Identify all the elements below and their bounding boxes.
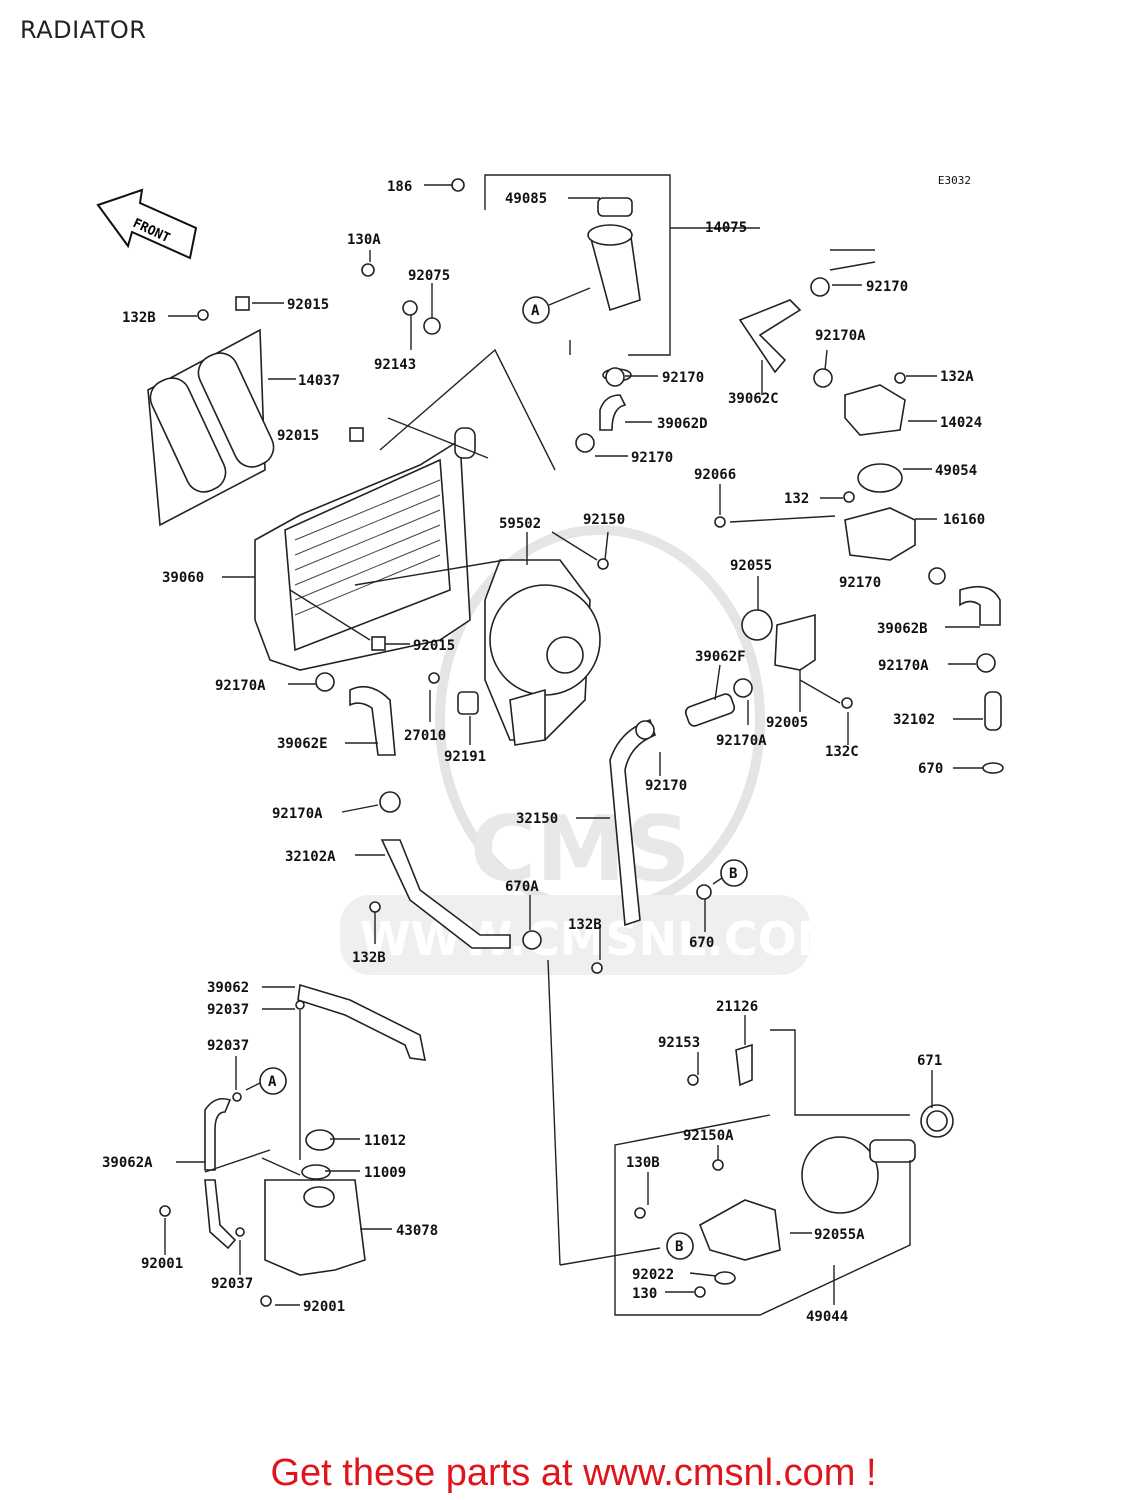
part-label: 92170A (215, 678, 266, 694)
group-brackets (289, 174, 911, 1316)
part-label: 59502 (499, 516, 541, 532)
part-label: 92075 (408, 268, 450, 284)
part-label: 92143 (374, 357, 416, 373)
part-label: 92022 (632, 1267, 674, 1283)
callout-a-top (522, 296, 550, 324)
part-label: 92153 (658, 1035, 700, 1051)
cooling-fan (484, 559, 601, 746)
part-label: 92170A (815, 328, 866, 344)
radiator-core (254, 427, 476, 671)
part-label: 670 (918, 761, 943, 777)
part-label: 92037 (207, 1038, 249, 1054)
part-label: 132C (825, 744, 859, 760)
leader-lines (164, 184, 983, 1306)
part-label: 32102 (893, 712, 935, 728)
part-labels: 186 49085 14075 130A 92075 92015 132B 92… (102, 179, 985, 1325)
part-label: 14075 (705, 220, 747, 236)
cmsnl-watermark: CMS WWW.CMSNL.COM (340, 525, 843, 975)
watermark-logo: CMS (470, 797, 690, 902)
part-label: 92037 (207, 1002, 249, 1018)
part-label: 92055 (730, 558, 772, 574)
part-label: 92170 (631, 450, 673, 466)
part-label: 92015 (287, 297, 329, 313)
part-label: 92055A (814, 1227, 865, 1243)
part-label: 14024 (940, 415, 982, 431)
part-label: 39062E (277, 736, 328, 752)
part-label: 92150A (683, 1128, 734, 1144)
filler-neck (587, 197, 641, 382)
part-label: 92001 (303, 1299, 345, 1315)
part-label: 49044 (806, 1309, 848, 1325)
part-label: 49054 (935, 463, 977, 479)
part-label: 32102A (285, 849, 336, 865)
part-label: 11012 (364, 1133, 406, 1149)
part-label: 132B (568, 917, 602, 933)
part-label: 132B (122, 310, 156, 326)
thermostat-housing (741, 384, 1004, 774)
part-label: 671 (917, 1053, 942, 1069)
part-label: 49085 (505, 191, 547, 207)
part-label: 130 (632, 1286, 657, 1302)
part-label: 39062A (102, 1155, 153, 1171)
page-title: RADIATOR (20, 16, 147, 44)
part-label: 92015 (413, 638, 455, 654)
part-label: 670A (505, 879, 539, 895)
part-label: 14037 (298, 373, 340, 389)
part-label: 92170A (878, 658, 929, 674)
water-pump (698, 1043, 954, 1285)
part-label: 92191 (444, 749, 486, 765)
part-label: 39062D (657, 416, 708, 432)
part-label: 92170A (716, 733, 767, 749)
reservoir-tank (264, 1129, 366, 1276)
callout-a-bottom-label: A (268, 1074, 277, 1090)
part-label: 92015 (277, 428, 319, 444)
callout-b-top-label: B (729, 866, 737, 882)
part-label: 27010 (404, 728, 446, 744)
part-label: 132B (352, 950, 386, 966)
part-label: 92005 (766, 715, 808, 731)
part-label: 92170 (662, 370, 704, 386)
part-label: 32150 (516, 811, 558, 827)
part-label: 92170 (645, 778, 687, 794)
callout-a-top-label: A (531, 303, 540, 319)
callout-b-top (720, 859, 748, 887)
part-label: 130A (347, 232, 381, 248)
part-label: 21126 (716, 999, 758, 1015)
hose-group (204, 299, 1001, 1250)
part-label: 92150 (583, 512, 625, 528)
diagram-code: E3032 (937, 174, 971, 187)
part-label: 132 (784, 491, 809, 507)
callout-b-bottom-label: B (675, 1239, 683, 1255)
part-label: 92001 (141, 1256, 183, 1272)
footer-promo[interactable]: Get these parts at www.cmsnl.com ! (270, 1452, 877, 1494)
part-label: 670 (689, 935, 714, 951)
part-label: 39062F (695, 649, 746, 665)
part-label: 92170 (866, 279, 908, 295)
part-label: 16160 (943, 512, 985, 528)
part-label: 92170A (272, 806, 323, 822)
callout-a-bottom (259, 1067, 287, 1095)
front-arrow-icon: FRONT (96, 188, 198, 260)
part-label: 39062 (207, 980, 249, 996)
part-label: 92066 (694, 467, 736, 483)
callout-circles: A B A B (259, 287, 748, 1260)
part-label: 43078 (396, 1223, 438, 1239)
part-label: 132A (940, 369, 974, 385)
part-label: 11009 (364, 1165, 406, 1181)
part-label: 92037 (211, 1276, 253, 1292)
part-label: 92170 (839, 575, 881, 591)
part-label: 39062B (877, 621, 928, 637)
part-label: 130B (626, 1155, 660, 1171)
part-label: 39060 (162, 570, 204, 586)
hardware-items (159, 178, 996, 1307)
part-label: 186 (387, 179, 412, 195)
radiator-screen (147, 328, 275, 527)
part-label: 39062C (728, 391, 779, 407)
callout-b-bottom (666, 1232, 694, 1260)
